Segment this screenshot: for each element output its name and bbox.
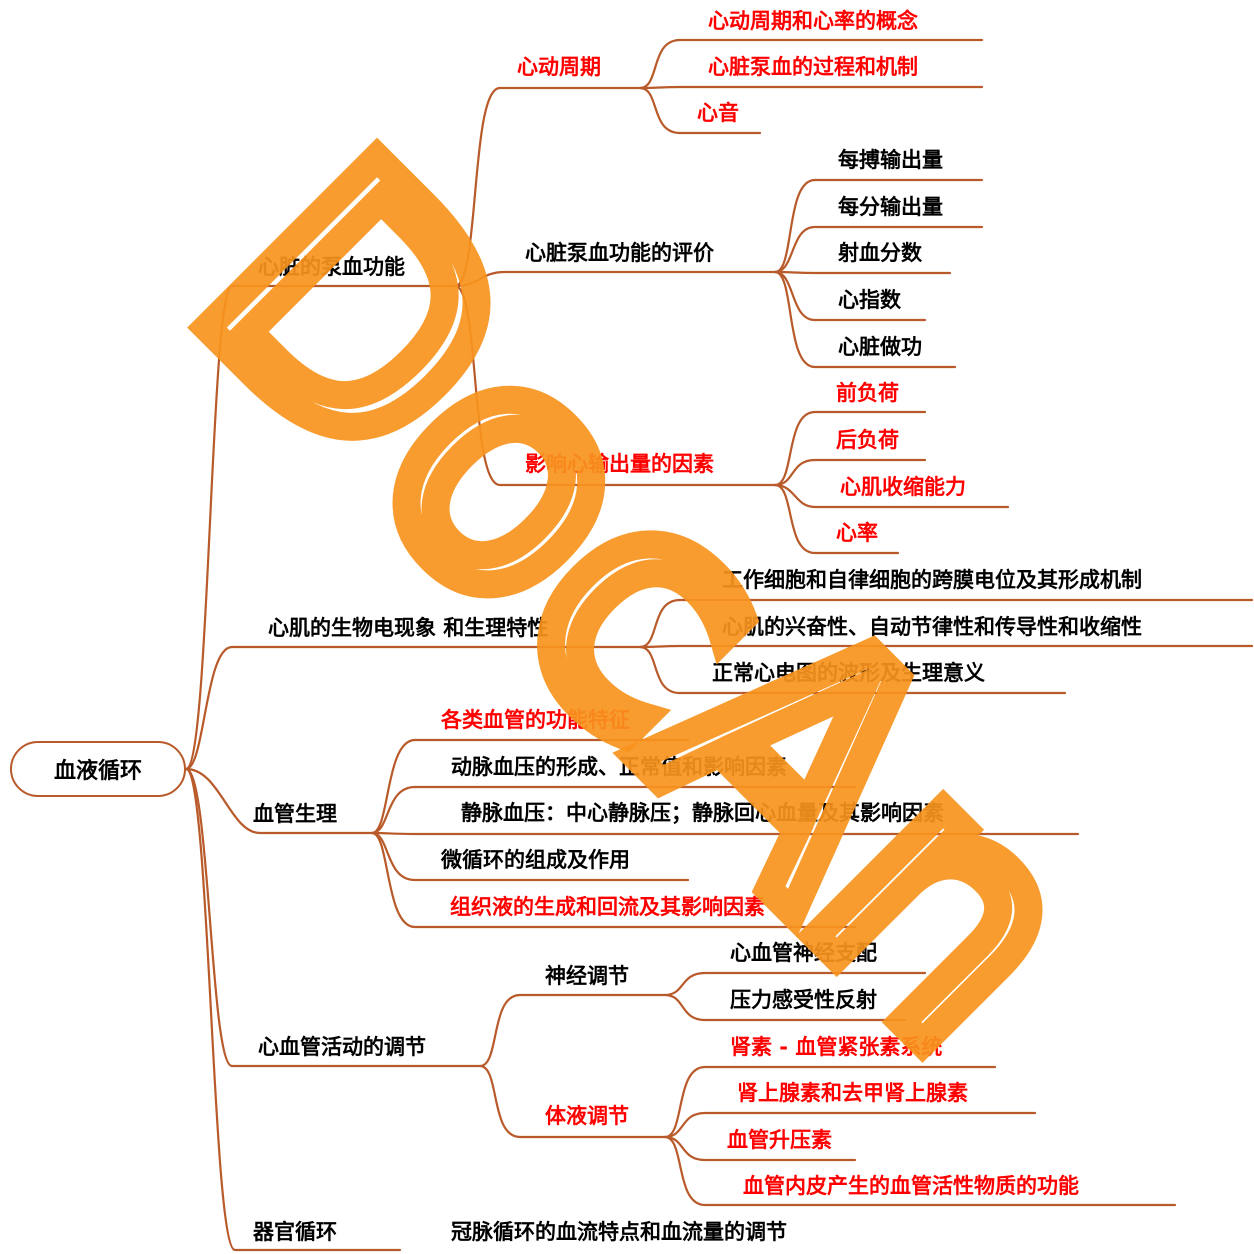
leaf-microcirculation[interactable]: 微循环的组成及作用 — [441, 848, 630, 872]
node-humoral-regulation[interactable]: 体液调节 — [545, 1104, 629, 1128]
leaf-heart-sounds[interactable]: 心音 — [697, 101, 739, 125]
leaf-raas[interactable]: 肾素 - 血管紧张素系统 — [730, 1035, 943, 1059]
leaf-cardiac-index[interactable]: 心指数 — [838, 288, 901, 312]
leaf-ecg[interactable]: 正常心电图的波形及生理意义 — [712, 661, 985, 685]
leaf-coronary-circulation[interactable]: 冠脉循环的血流特点和血流量的调节 — [451, 1220, 787, 1244]
leaf-cardiac-work[interactable]: 心脏做功 — [838, 335, 922, 359]
node-output-factors[interactable]: 影响心输出量的因素 — [525, 452, 714, 476]
leaf-cv-innervation[interactable]: 心血管神经支配 — [730, 941, 877, 965]
leaf-stroke-volume[interactable]: 每搏输出量 — [838, 148, 943, 172]
leaf-venous-pressure[interactable]: 静脉血压：中心静脉压；静脉回心血量及其影响因素 — [461, 801, 944, 825]
leaf-heart-rate[interactable]: 心率 — [836, 521, 878, 545]
branch-heart-pump[interactable]: 心脏的泵血功能 — [258, 255, 405, 279]
leaf-arterial-pressure[interactable]: 动脉血压的形成、正常值和影响因素 — [451, 755, 787, 779]
root-node[interactable]: 血液循环 — [10, 741, 186, 797]
leaf-minute-volume[interactable]: 每分输出量 — [838, 195, 943, 219]
leaf-baroreflex[interactable]: 压力感受性反射 — [730, 988, 877, 1012]
leaf-vessel-function[interactable]: 各类血管的功能特征 — [441, 708, 630, 732]
branch-bioelectric[interactable]: 心肌的生物电现象 和生理特性 — [268, 616, 549, 640]
node-neural-regulation[interactable]: 神经调节 — [545, 964, 629, 988]
leaf-catecholamines[interactable]: 肾上腺素和去甲肾上腺素 — [737, 1081, 968, 1105]
node-pump-evaluation[interactable]: 心脏泵血功能的评价 — [525, 241, 714, 265]
branch-vascular[interactable]: 血管生理 — [253, 802, 337, 826]
leaf-afterload[interactable]: 后负荷 — [836, 428, 899, 452]
leaf-myocardial-properties[interactable]: 心肌的兴奋性、自动节律性和传导性和收缩性 — [722, 615, 1142, 639]
leaf-endothelial-substances[interactable]: 血管内皮产生的血管活性物质的功能 — [743, 1174, 1079, 1198]
branch-regulation[interactable]: 心血管活动的调节 — [258, 1035, 426, 1059]
node-cardiac-cycle[interactable]: 心动周期 — [517, 55, 601, 79]
leaf-cycle-concept[interactable]: 心动周期和心率的概念 — [708, 9, 918, 33]
leaf-preload[interactable]: 前负荷 — [836, 381, 899, 405]
leaf-vasopressin[interactable]: 血管升压素 — [727, 1128, 832, 1152]
leaf-pump-process[interactable]: 心脏泵血的过程和机制 — [708, 55, 918, 79]
leaf-contractility[interactable]: 心肌收缩能力 — [840, 475, 966, 499]
leaf-ejection-fraction[interactable]: 射血分数 — [838, 241, 922, 265]
branch-organ[interactable]: 器官循环 — [253, 1220, 337, 1244]
leaf-tissue-fluid[interactable]: 组织液的生成和回流及其影响因素 — [450, 895, 765, 919]
leaf-membrane-potential[interactable]: 工作细胞和自律细胞的跨膜电位及其形成机制 — [722, 568, 1142, 592]
